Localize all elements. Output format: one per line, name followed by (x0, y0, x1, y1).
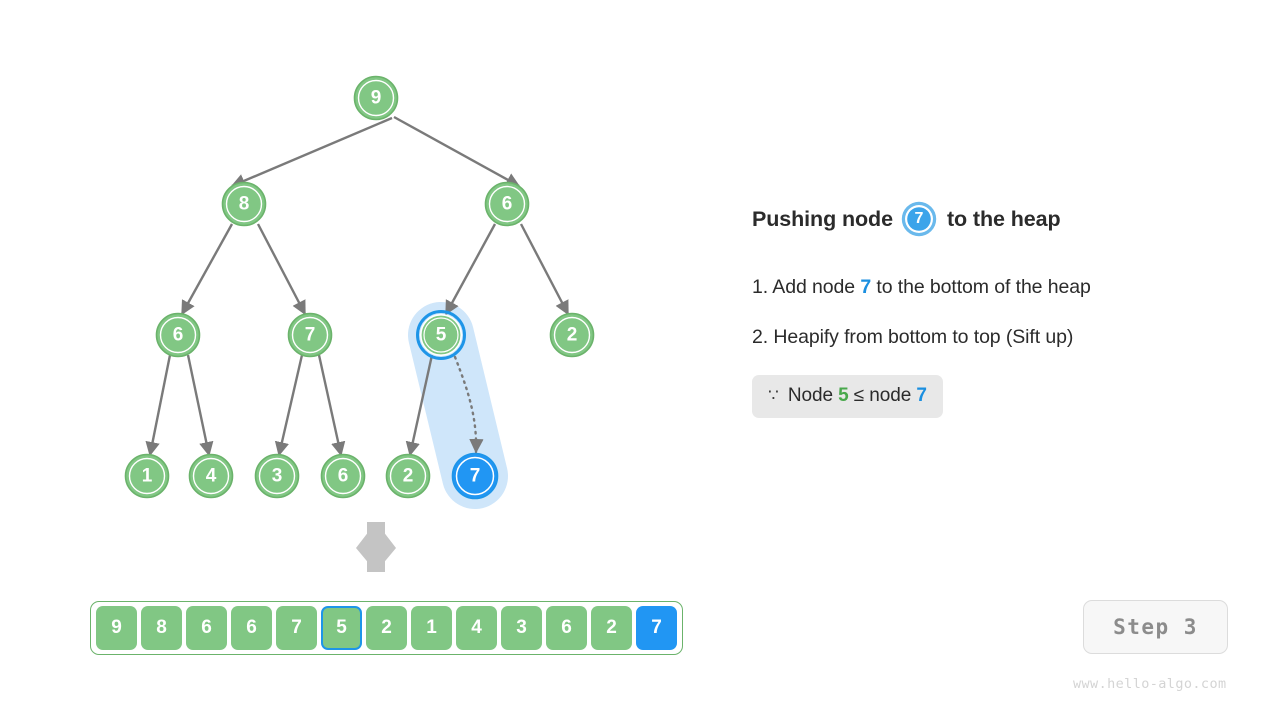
reason-middle: node (869, 385, 912, 406)
reason-right-value: 7 (916, 385, 927, 406)
reason-operator: ≤ (853, 385, 865, 406)
explanation-panel: Pushing node 7 to the heap 1. Add node 7… (752, 205, 1222, 418)
array-cell[interactable]: 2 (366, 606, 407, 650)
tree-node-2-leaf[interactable]: 2 (385, 453, 431, 499)
array-cell[interactable]: 6 (231, 606, 272, 650)
tree-edge (393, 115, 521, 188)
tree-node-9-root[interactable]: 9 (353, 75, 399, 121)
array-cell[interactable]: 8 (141, 606, 182, 650)
tree-node-3[interactable]: 3 (254, 453, 300, 499)
tree-edge (180, 223, 234, 316)
title-suffix: to the heap (946, 206, 1061, 231)
title-prefix: Pushing node (752, 206, 893, 231)
array-cell[interactable]: 3 (501, 606, 542, 650)
tree-node-4[interactable]: 4 (188, 453, 234, 499)
tree-edges (145, 115, 570, 457)
tree-node-2-right[interactable]: 2 (549, 312, 595, 358)
tree-edge (444, 223, 497, 316)
step-badge: Step 3 (1083, 600, 1228, 654)
instruction-step-2: 2. Heapify from bottom to top (Sift up) (752, 326, 1222, 349)
array-cell[interactable]: 2 (591, 606, 632, 650)
tree-node-7-pushed[interactable]: 7 (451, 452, 499, 500)
page-title: Pushing node 7 to the heap (752, 205, 1222, 233)
pushed-node-badge: 7 (904, 205, 933, 233)
tree-node-6-left[interactable]: 6 (155, 312, 201, 358)
step-1-prefix: 1. Add node (752, 276, 855, 298)
heap-diagram-panel: 9 8 6 6 7 (90, 75, 683, 655)
watermark: www.hello-algo.com (1073, 676, 1227, 692)
array-cell[interactable]: 6 (546, 606, 587, 650)
tree-edge (256, 223, 307, 316)
double-vertical-arrow-icon (356, 522, 396, 572)
tree-node-6-right[interactable]: 6 (484, 181, 530, 227)
tree-node-6-leaf[interactable]: 6 (320, 453, 366, 499)
step-2-text: 2. Heapify from bottom to top (Sift up) (752, 326, 1074, 348)
tree-edge (186, 354, 214, 457)
array-cell-pushed-node[interactable]: 7 (636, 606, 677, 650)
step-1-suffix: to the bottom of the heap (876, 276, 1091, 298)
heap-array-representation: 9 8 6 6 7 5 2 1 4 3 6 2 7 (90, 601, 683, 655)
sift-up-dotted-arrow (453, 355, 484, 454)
array-cell[interactable]: 9 (96, 606, 137, 650)
reason-callout: ∵ Node 5 ≤ node 7 (752, 375, 943, 418)
array-cell[interactable]: 1 (411, 606, 452, 650)
because-symbol-icon: ∵ (768, 386, 779, 405)
tree-node-8[interactable]: 8 (221, 181, 267, 227)
reason-left-value: 5 (838, 385, 849, 406)
tree-edge (317, 354, 346, 457)
tree-edge (405, 354, 434, 457)
array-cell-highlighted-parent[interactable]: 5 (321, 606, 362, 650)
tree-edge (519, 223, 570, 316)
array-cell[interactable]: 6 (186, 606, 227, 650)
tree-node-7-inner[interactable]: 7 (287, 312, 333, 358)
tree-node-1[interactable]: 1 (124, 453, 170, 499)
instruction-step-1: 1. Add node 7 to the bottom of the heap (752, 276, 1222, 299)
array-cell[interactable]: 7 (276, 606, 317, 650)
tree-edge (145, 354, 172, 457)
step-1-value: 7 (860, 276, 872, 298)
array-cell[interactable]: 4 (456, 606, 497, 650)
tree-edge (230, 116, 393, 188)
reason-prefix: Node (787, 385, 833, 406)
tree-edge (274, 354, 304, 457)
tree-node-5-parent-highlight[interactable]: 5 (416, 310, 466, 360)
